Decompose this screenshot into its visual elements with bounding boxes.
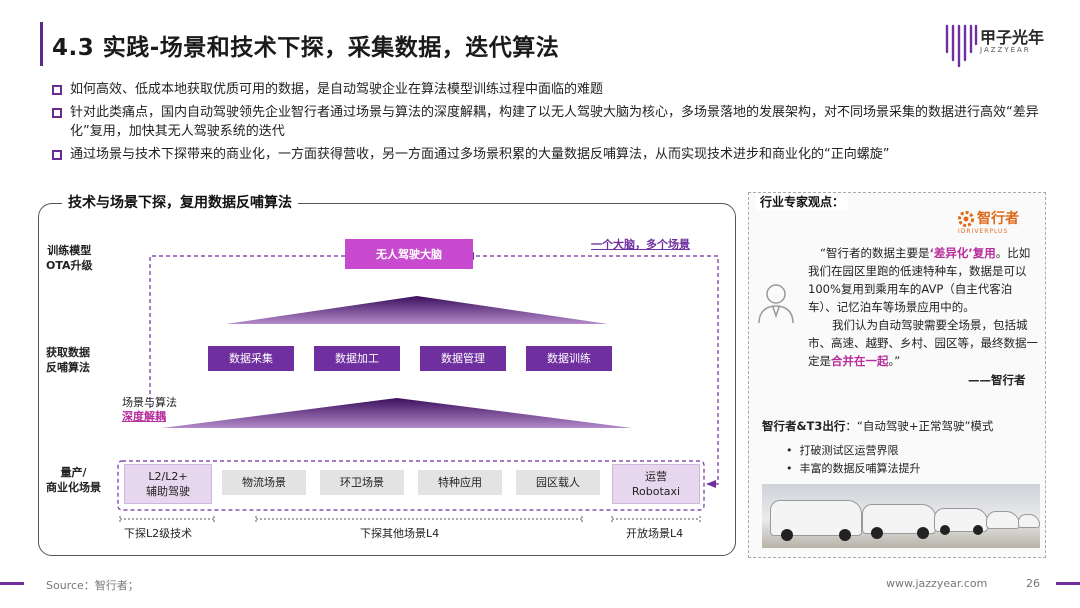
wheel-shape (839, 529, 851, 541)
footer-url: www.jazzyear.com (886, 577, 988, 590)
scenario-robotaxi-line: 运营 (645, 470, 667, 483)
brand-logo: 甲子光年 JAZZYEAR (944, 22, 1054, 70)
idriverplus-logo: 智行者 IDRIVERPLUS (958, 208, 1038, 236)
decoupling-emphasis: 深度解耦 (122, 410, 166, 423)
left-dashed-connector (149, 255, 345, 410)
square-bullet-icon (52, 150, 62, 160)
car-shape (862, 504, 936, 539)
bullet-item: 如何高效、低成本地获取优质可用的数据，是自动驾驶企业在算法模型训练过程中面临的难… (52, 80, 1042, 99)
logo-text-en: JAZZYEAR (980, 46, 1031, 54)
decoupling-line: 场景与算法 (122, 396, 177, 409)
source-note: Source：智行者； (46, 579, 139, 592)
title-accent-bar (40, 22, 43, 66)
arrow-head-icon (706, 480, 716, 488)
data-collection-box: 数据采集 (208, 346, 294, 371)
bullet-item: 针对此类痛点，国内自动驾驶领先企业智行者通过场景与算法的深度解耦，构建了以无人驾… (52, 103, 1042, 141)
t3-list-text: 丰富的数据反哺算法提升 (799, 462, 921, 475)
wheel-shape (973, 525, 983, 535)
t3-list-item: • 打破测试区运营界限 (786, 444, 899, 457)
bullet-list: 如何高效、低成本地获取优质可用的数据，是自动驾驶企业在算法模型训练过程中面临的难… (52, 80, 1042, 168)
wheel-shape (871, 527, 883, 539)
group-label-l2: 下探L2级技术 (124, 527, 193, 540)
wheel-shape (940, 525, 950, 535)
row-label-data: 获取数据 反哺算法 (46, 345, 90, 375)
quote-text: “智行者的数据主要是 (820, 246, 930, 260)
quote-paragraph: 我们认为自动驾驶需要全场景，包括城市、高速、越野、乡村、园区等，最终数据一定是合… (808, 316, 1040, 370)
decoupling-label: 场景与算法 深度解耦 (122, 396, 177, 424)
idriverplus-logo-text: 智行者 (977, 211, 1019, 227)
t3-list-text: 打破测试区运营界限 (799, 444, 899, 457)
data-management-box: 数据管理 (420, 346, 506, 371)
t3-list-item: • 丰富的数据反哺算法提升 (786, 462, 921, 475)
group-label-other-l4: 下探其他场景L4 (360, 527, 440, 540)
row-label-ota: 训练模型 OTA升级 (46, 243, 93, 273)
diagram-connectors (117, 252, 719, 522)
t3-heading-bold: 智行者&T3出行 (762, 419, 846, 433)
top-gradient-triangle (226, 296, 608, 324)
square-bullet-icon (52, 85, 62, 95)
bullet-text: 通过场景与技术下探带来的商业化，一方面获得营收，另一方面通过多场景积累的大量数据… (70, 147, 890, 162)
gear-icon (958, 211, 974, 227)
diagram-panel (38, 203, 736, 556)
row-label-line: 获取数据 (46, 346, 90, 359)
row-label-line: 量产/ (60, 466, 87, 479)
diagram-title: 技术与场景下探，复用数据反哺算法 (62, 192, 298, 212)
data-training-box: 数据训练 (526, 346, 612, 371)
quote-text: 。” (888, 354, 901, 368)
bullet-item: 通过场景与技术下探带来的商业化，一方面获得营收，另一方面通过多场景积累的大量数据… (52, 145, 1042, 164)
square-bullet-icon (52, 108, 62, 118)
quote-paragraph: “智行者的数据主要是‘差异化’复用。比如我们在园区里跑的低速特种车，数据是可以1… (808, 244, 1040, 316)
bottom-gradient-triangle (162, 398, 632, 428)
bullet-text: 如何高效、低成本地获取优质可用的数据，是自动驾驶企业在算法模型训练过程中面临的难… (70, 82, 604, 97)
one-brain-multi-scene-label: 一个大脑，多个场景 (591, 238, 690, 251)
car-shape (1018, 514, 1040, 528)
quote-highlight: ‘差异化’复用 (929, 246, 996, 260)
wheel-shape (917, 527, 929, 539)
scenario-special-box: 特种应用 (418, 470, 502, 495)
car-shape (770, 500, 862, 541)
quote-text: 。比如我们在园区里跑的低速特种车，数据是可以100%复用到乘用车的AVP（自主代… (808, 246, 1031, 314)
t3-heading: 智行者&T3出行：“自动驾驶+正常驾驶”模式 (762, 418, 993, 434)
scenario-logistics-box: 物流场景 (222, 470, 306, 495)
t3-heading-rest: ：“自动驾驶+正常驾驶”模式 (845, 419, 994, 433)
quote-text: 我们认为自动驾驶需要全场景，包括城市、高速、越野、乡村、园区等，最终数据一定是 (808, 318, 1038, 368)
scenario-dashed-frame (117, 460, 705, 511)
scenario-l2-line: 辅助驾驶 (146, 485, 190, 498)
expert-quote: “智行者的数据主要是‘差异化’复用。比如我们在园区里跑的低速特种车，数据是可以1… (808, 244, 1040, 370)
scenario-l2-line: L2/L2+ (148, 470, 188, 483)
scenario-park-box: 园区载人 (516, 470, 600, 495)
page-title: 4.3 实践-场景和技术下探，采集数据，迭代算法 (52, 35, 560, 61)
quote-highlight: 合并在一起 (831, 354, 889, 368)
scenario-robotaxi-line: Robotaxi (631, 485, 681, 498)
quote-signature: ——智行者 (968, 373, 1026, 387)
car-shape (986, 511, 1020, 529)
row-label-line: 反哺算法 (46, 361, 90, 374)
idriverplus-logo-en: IDRIVERPLUS (958, 228, 1009, 235)
car-shape (934, 508, 988, 535)
row-label-line: 商业化场景 (46, 481, 101, 494)
logo-text-cn: 甲子光年 (980, 28, 1045, 47)
right-dashed-connector (464, 255, 719, 485)
footer-accent-line (0, 582, 24, 585)
footer-accent-line (1056, 582, 1080, 585)
scenario-sanitation-box: 环卫场景 (320, 470, 404, 495)
row-label-line: 训练模型 (47, 244, 92, 257)
scenario-robotaxi-box: 运营 Robotaxi (612, 464, 700, 504)
group-label-open-l4: 开放场景L4 (626, 527, 684, 540)
autonomous-brain-box: 无人驾驶大脑 (345, 239, 473, 269)
robotaxi-fleet-photo (762, 484, 1040, 548)
page-number: 26 (1026, 577, 1040, 590)
expert-panel-title: 行业专家观点： (756, 193, 849, 210)
wheel-shape (781, 529, 793, 541)
data-processing-box: 数据加工 (314, 346, 400, 371)
bullet-text: 针对此类痛点，国内自动驾驶领先企业智行者通过场景与算法的深度解耦，构建了以无人驾… (70, 105, 1039, 139)
jazzyear-logo-icon (945, 24, 978, 68)
person-avatar-icon (758, 284, 794, 324)
scenario-l2-box: L2/L2+ 辅助驾驶 (124, 464, 212, 504)
row-label-line: OTA升级 (46, 259, 93, 272)
row-label-commercial: 量产/ 商业化场景 (46, 465, 101, 495)
